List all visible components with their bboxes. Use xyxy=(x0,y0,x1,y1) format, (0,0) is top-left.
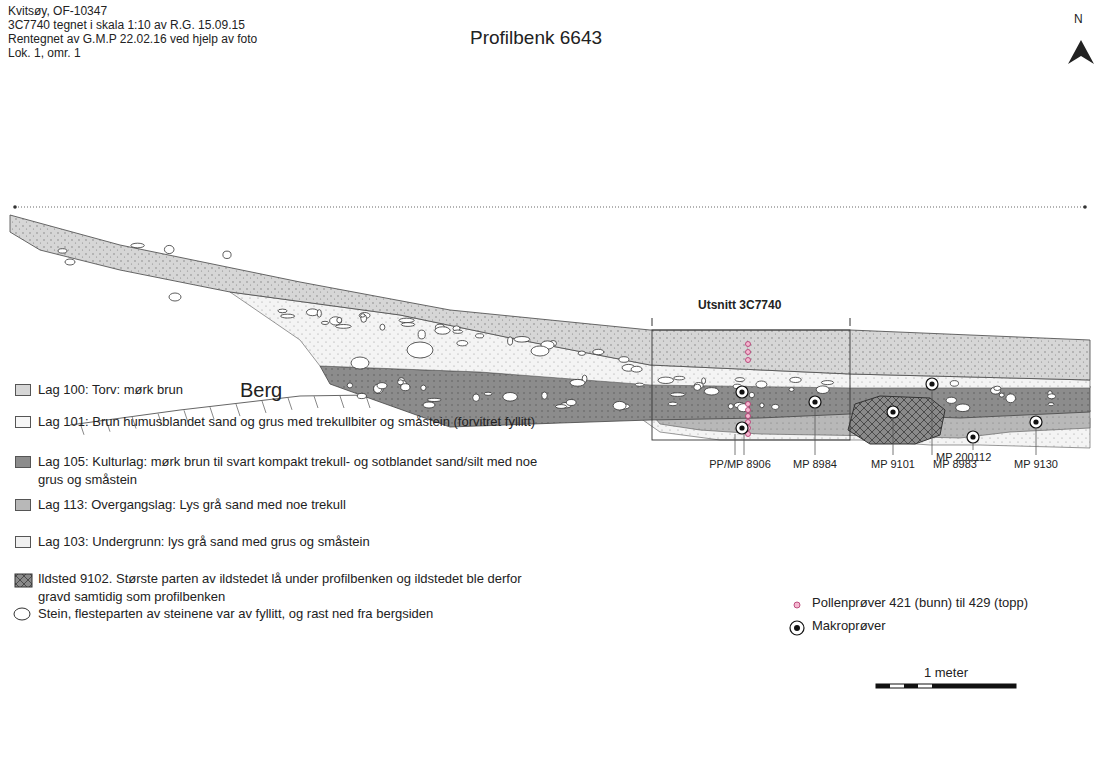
scale-label: 1 meter xyxy=(924,665,968,681)
legend-swatch xyxy=(15,416,31,428)
legend-swatch xyxy=(15,536,31,548)
rock-label: Berg xyxy=(240,378,282,402)
section-label: Utsnitt 3C7740 xyxy=(698,298,781,312)
legend-text: Lag 100: Torv: mørk brun xyxy=(38,381,543,399)
legend-text: Stein, flesteparten av steinene var av f… xyxy=(38,605,543,623)
header-note: Rentegnet av G.M.P 22.02.16 ved hjelp av… xyxy=(8,32,257,46)
sample-label: MP 9130 xyxy=(1014,458,1058,471)
legend-text: Lag 113: Overgangslag: Lys grå sand med … xyxy=(38,496,543,514)
legend-swatch xyxy=(15,456,31,468)
sample-label: PP/MP 8906 xyxy=(709,458,771,471)
sample-label: MP 8984 xyxy=(793,458,837,471)
sample-label: MP 200112 xyxy=(936,451,991,464)
legend-swatch xyxy=(15,384,31,396)
legend-text: Makroprøver xyxy=(812,617,1092,635)
legend-text: Ildsted 9102. Største parten av ildstede… xyxy=(38,570,543,605)
header-note: 3C7740 tegnet i skala 1:10 av R.G. 15.09… xyxy=(8,18,245,32)
legend-text: Lag 105: Kulturlag: mørk brun til svart … xyxy=(38,453,543,488)
legend-text: Pollenprøver 421 (bunn) til 429 (topp) xyxy=(812,594,1092,612)
legend-text: Lag 103: Undergrunn: lys grå sand med gr… xyxy=(38,533,543,551)
north-label: N xyxy=(1074,12,1083,26)
header-note: Kvitsøy, OF-10347 xyxy=(8,4,107,18)
legend-swatch xyxy=(15,499,31,511)
legend-text: Lag 101: Brun humusblandet sand og grus … xyxy=(38,413,543,431)
header-note: Lok. 1, omr. 1 xyxy=(8,46,81,60)
sample-label: MP 9101 xyxy=(871,458,915,471)
drawing-title: Profilbenk 6643 xyxy=(470,27,602,50)
